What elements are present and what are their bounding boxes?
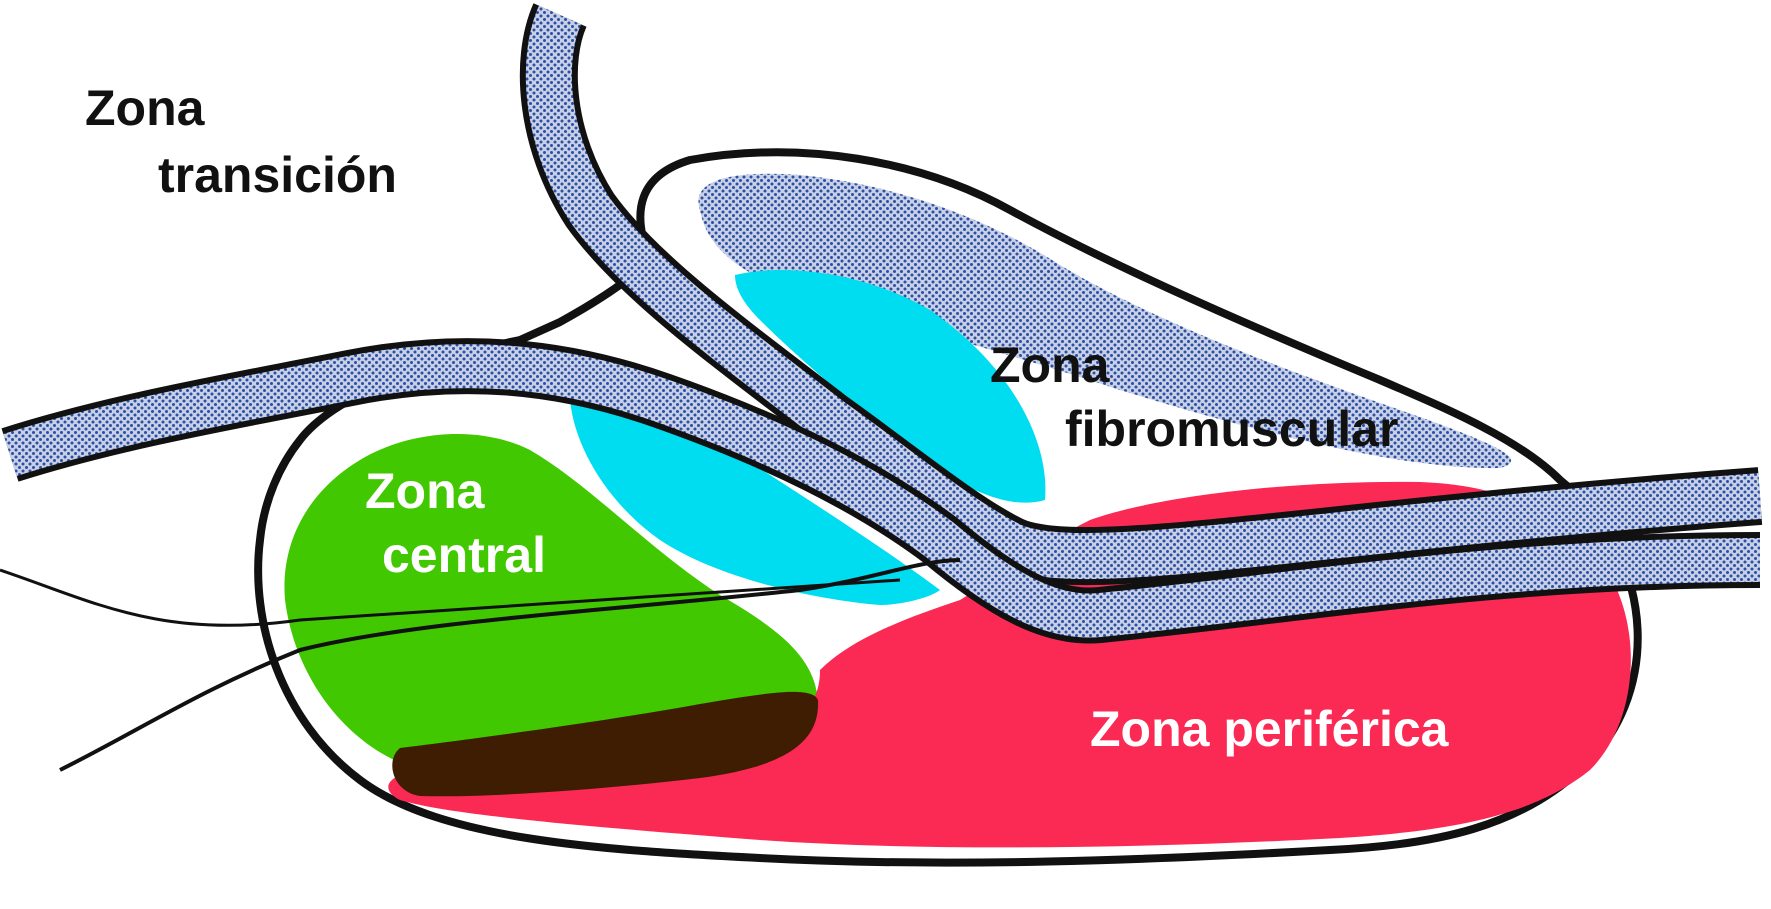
label-transicion-line1: Zona	[85, 80, 206, 136]
label-central-line1: Zona	[365, 463, 486, 519]
ejaculatory-duct	[3, 344, 1761, 638]
transition-zone-lower	[570, 399, 940, 605]
label-transicion-line2: transición	[158, 147, 397, 203]
transition-zone-upper	[735, 270, 1046, 503]
urethra-duct-vertical	[525, 5, 1762, 580]
thin-duct-upper	[0, 568, 901, 627]
label-fibromuscular-line1: Zona	[990, 337, 1111, 393]
fibromuscular-zone	[698, 173, 1512, 469]
label-fibromuscular-line2: fibromuscular	[1065, 401, 1398, 457]
label-periferica: Zona periférica	[1090, 701, 1450, 757]
overlap-region	[392, 691, 819, 797]
label-central-line2: central	[382, 527, 546, 583]
central-zone	[284, 433, 819, 779]
thin-duct	[59, 558, 961, 772]
